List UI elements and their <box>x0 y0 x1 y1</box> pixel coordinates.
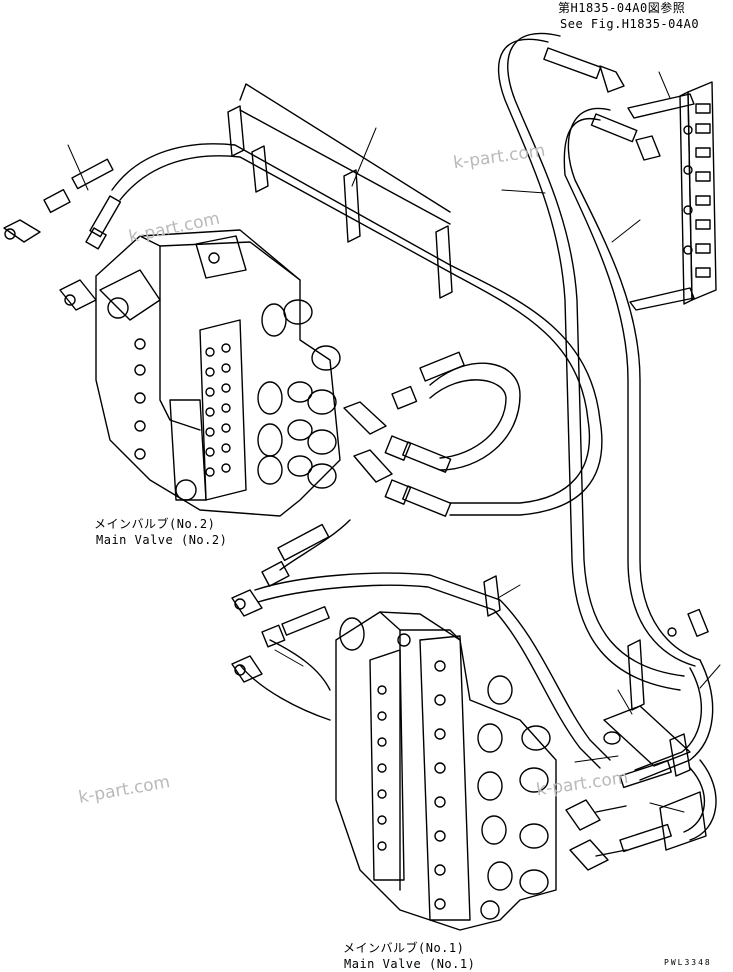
hose-fittings-upper <box>3 47 661 250</box>
valve-no2-spools <box>257 299 341 489</box>
clamp-brackets-lower <box>483 575 709 851</box>
valve-no1-spools <box>339 617 551 895</box>
hose-lines <box>111 32 717 841</box>
main-valve-no2-label-en: Main Valve (No.2) <box>96 533 228 547</box>
manifold-ports <box>683 103 711 278</box>
reference-label-en: See Fig.H1835-04A0 <box>560 17 700 31</box>
drawing-code: PWL3348 <box>664 958 712 967</box>
leader-lines <box>67 71 721 813</box>
pilot-manifold-block <box>627 81 717 311</box>
main-valve-no2 <box>59 229 341 517</box>
hose-fittings-middle <box>261 351 465 587</box>
clamp-brackets-upper <box>227 83 453 299</box>
reference-label-ja: 第H1835-04A0図参照 <box>558 1 686 15</box>
main-valve-no1-label-ja: メインバルブ(No.1) <box>343 941 465 955</box>
valve-no2-ports <box>134 338 231 501</box>
main-valve-no2-label-ja: メインバルブ(No.2) <box>94 517 216 531</box>
hose-fittings-lower <box>231 589 672 871</box>
main-valve-no1-label-en: Main Valve (No.1) <box>344 957 476 971</box>
main-valve-no1 <box>335 611 557 931</box>
valve-no1-ports <box>377 660 500 920</box>
